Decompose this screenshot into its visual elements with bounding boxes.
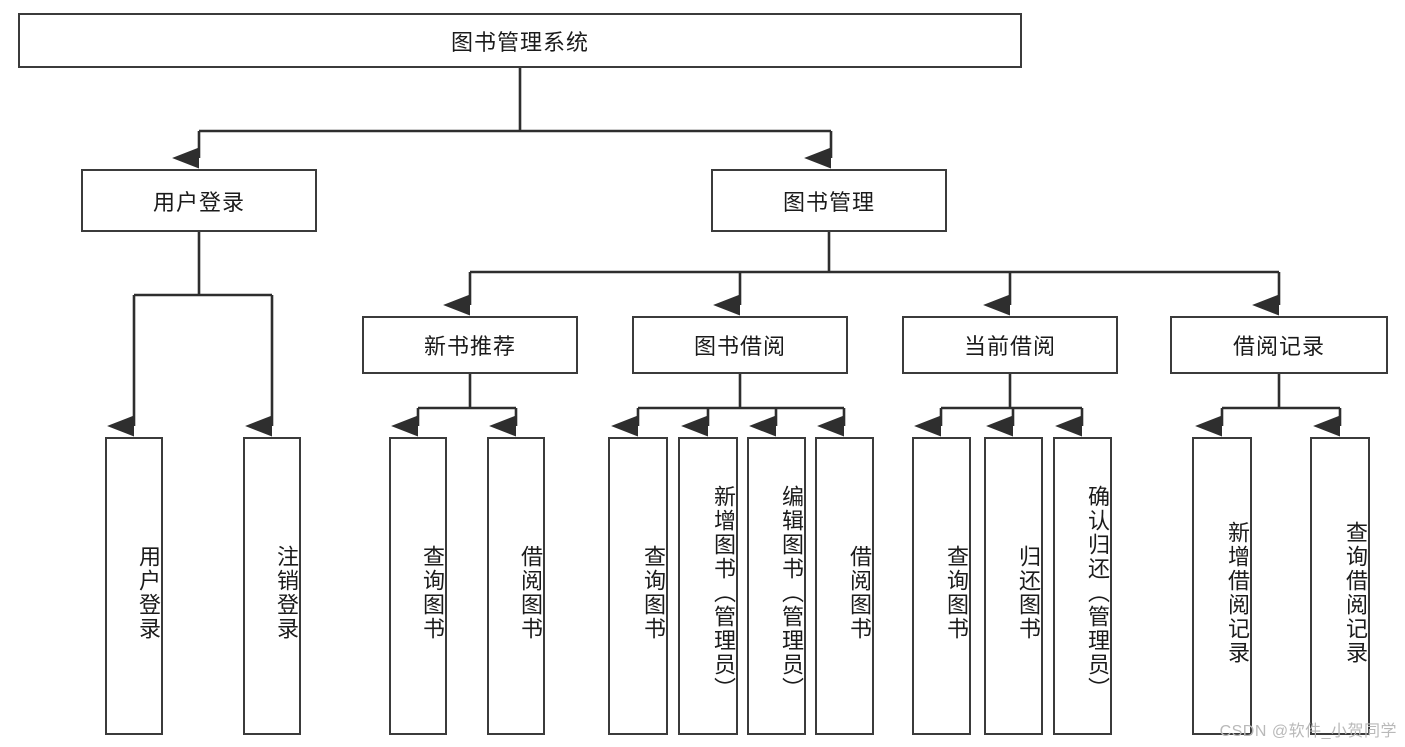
node-leaf-user-login-label: 用户登录 <box>136 545 161 641</box>
node-leaf-add-book[interactable]: 新增图书（管理员） <box>678 437 738 735</box>
node-current-borrow-label: 当前借阅 <box>963 334 1056 359</box>
node-leaf-add-book-label: 新增图书（管理员） <box>711 485 736 701</box>
node-user-login[interactable]: 用户登录 <box>81 169 317 232</box>
node-leaf-add-record[interactable]: 新增借阅记录 <box>1192 437 1252 735</box>
node-leaf-query-book-borrow[interactable]: 查询图书 <box>608 437 668 735</box>
node-leaf-add-record-label: 新增借阅记录 <box>1225 521 1250 665</box>
node-leaf-query-record-label: 查询借阅记录 <box>1343 521 1368 665</box>
watermark: CSDN @软件_小贺同学 <box>1219 723 1397 740</box>
node-leaf-confirm-return-label: 确认归还（管理员） <box>1085 485 1110 701</box>
node-leaf-borrow-book-rec-label: 借阅图书 <box>518 545 543 641</box>
node-leaf-query-book-rec[interactable]: 查询图书 <box>389 437 447 735</box>
node-new-book-rec[interactable]: 新书推荐 <box>362 316 578 374</box>
node-leaf-logout-label: 注销登录 <box>274 545 299 641</box>
node-leaf-query-book-current-label: 查询图书 <box>944 545 969 641</box>
node-borrow-record[interactable]: 借阅记录 <box>1170 316 1388 374</box>
node-book-borrow[interactable]: 图书借阅 <box>632 316 848 374</box>
node-root-label: 图书管理系统 <box>450 29 589 55</box>
node-leaf-edit-book[interactable]: 编辑图书（管理员） <box>747 437 806 735</box>
node-borrow-record-label: 借阅记录 <box>1232 334 1325 359</box>
node-leaf-borrow-book[interactable]: 借阅图书 <box>815 437 874 735</box>
node-leaf-query-book-rec-label: 查询图书 <box>420 545 445 641</box>
node-book-borrow-label: 图书借阅 <box>693 334 786 359</box>
node-leaf-query-book-borrow-label: 查询图书 <box>641 545 666 641</box>
node-current-borrow[interactable]: 当前借阅 <box>902 316 1118 374</box>
node-leaf-return-book[interactable]: 归还图书 <box>984 437 1043 735</box>
node-user-login-label: 用户登录 <box>152 189 245 215</box>
node-leaf-edit-book-label: 编辑图书（管理员） <box>779 485 804 701</box>
node-book-manage[interactable]: 图书管理 <box>711 169 947 232</box>
node-leaf-confirm-return[interactable]: 确认归还（管理员） <box>1053 437 1112 735</box>
node-new-book-rec-label: 新书推荐 <box>423 334 516 359</box>
node-leaf-return-book-label: 归还图书 <box>1016 545 1041 641</box>
node-leaf-logout[interactable]: 注销登录 <box>243 437 301 735</box>
node-root[interactable]: 图书管理系统 <box>18 13 1022 68</box>
node-book-manage-label: 图书管理 <box>782 189 875 215</box>
node-leaf-query-book-current[interactable]: 查询图书 <box>912 437 971 735</box>
node-leaf-borrow-book-rec[interactable]: 借阅图书 <box>487 437 545 735</box>
node-leaf-borrow-book-label: 借阅图书 <box>847 545 872 641</box>
node-leaf-query-record[interactable]: 查询借阅记录 <box>1310 437 1370 735</box>
node-leaf-user-login[interactable]: 用户登录 <box>105 437 163 735</box>
